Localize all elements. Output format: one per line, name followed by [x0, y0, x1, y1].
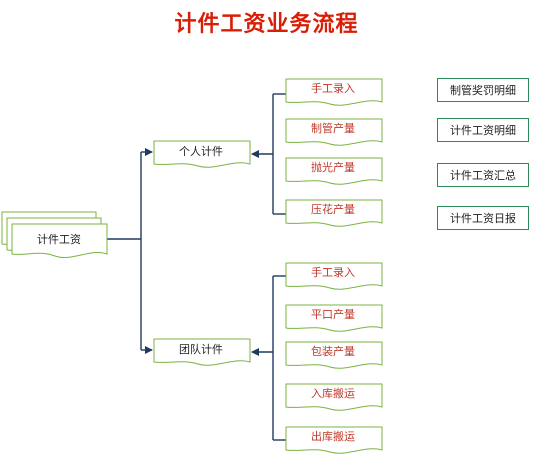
- child-node: 手工录入: [285, 262, 383, 290]
- child-node: 入库搬运: [285, 383, 383, 411]
- child-doc: [285, 262, 383, 290]
- child-node: 制管产量: [285, 118, 383, 146]
- branch-team-label: 团队计件: [179, 342, 223, 356]
- child-doc: [285, 426, 383, 454]
- child-label: 出库搬运: [311, 429, 355, 443]
- child-doc: [285, 341, 383, 369]
- branch-team-doc: [153, 338, 251, 366]
- child-doc: [285, 304, 383, 332]
- branch-personal-doc: [153, 140, 251, 168]
- child-doc: [285, 157, 383, 185]
- child-label: 手工录入: [311, 81, 355, 95]
- child-node: 抛光产量: [285, 157, 383, 185]
- branch-personal-label: 个人计件: [179, 145, 223, 158]
- child-doc: [285, 199, 383, 227]
- team-children: 手工录入 平口产量 包装产量 入库搬运 出库搬运: [285, 262, 383, 454]
- child-label: 入库搬运: [311, 386, 355, 400]
- report-box-wage-detail: 计件工资明细: [437, 118, 529, 142]
- child-node: 包装产量: [285, 341, 383, 369]
- personal-children: 手工录入 制管产量 抛光产量 压花产量: [285, 78, 383, 227]
- branch-personal: 个人计件: [153, 140, 251, 168]
- connectors: [107, 93, 286, 441]
- child-node: 平口产量: [285, 304, 383, 332]
- diagram-title: 计件工资业务流程: [174, 11, 359, 37]
- child-node: 压花产量: [285, 199, 383, 227]
- child-label: 平口产量: [311, 307, 355, 321]
- child-doc: [285, 383, 383, 411]
- child-label: 制管产量: [311, 121, 355, 135]
- child-doc: [285, 78, 383, 106]
- child-label: 包装产量: [311, 344, 355, 358]
- report-box-daily-report: 计件工资日报: [437, 206, 529, 230]
- root-doc-front: [11, 223, 108, 258]
- child-node: 出库搬运: [285, 426, 383, 454]
- branch-team: 团队计件: [153, 338, 251, 366]
- report-box-wage-summary: 计件工资汇总: [437, 163, 529, 187]
- child-label: 压花产量: [311, 202, 355, 216]
- report-box-penalty-detail: 制管奖罚明细: [437, 78, 529, 102]
- child-label: 抛光产量: [311, 160, 355, 174]
- child-doc: [285, 118, 383, 146]
- root-label: 计件工资: [37, 233, 81, 246]
- child-node: 手工录入: [285, 78, 383, 106]
- child-label: 手工录入: [311, 265, 355, 279]
- root-node: 计件工资: [1, 211, 108, 258]
